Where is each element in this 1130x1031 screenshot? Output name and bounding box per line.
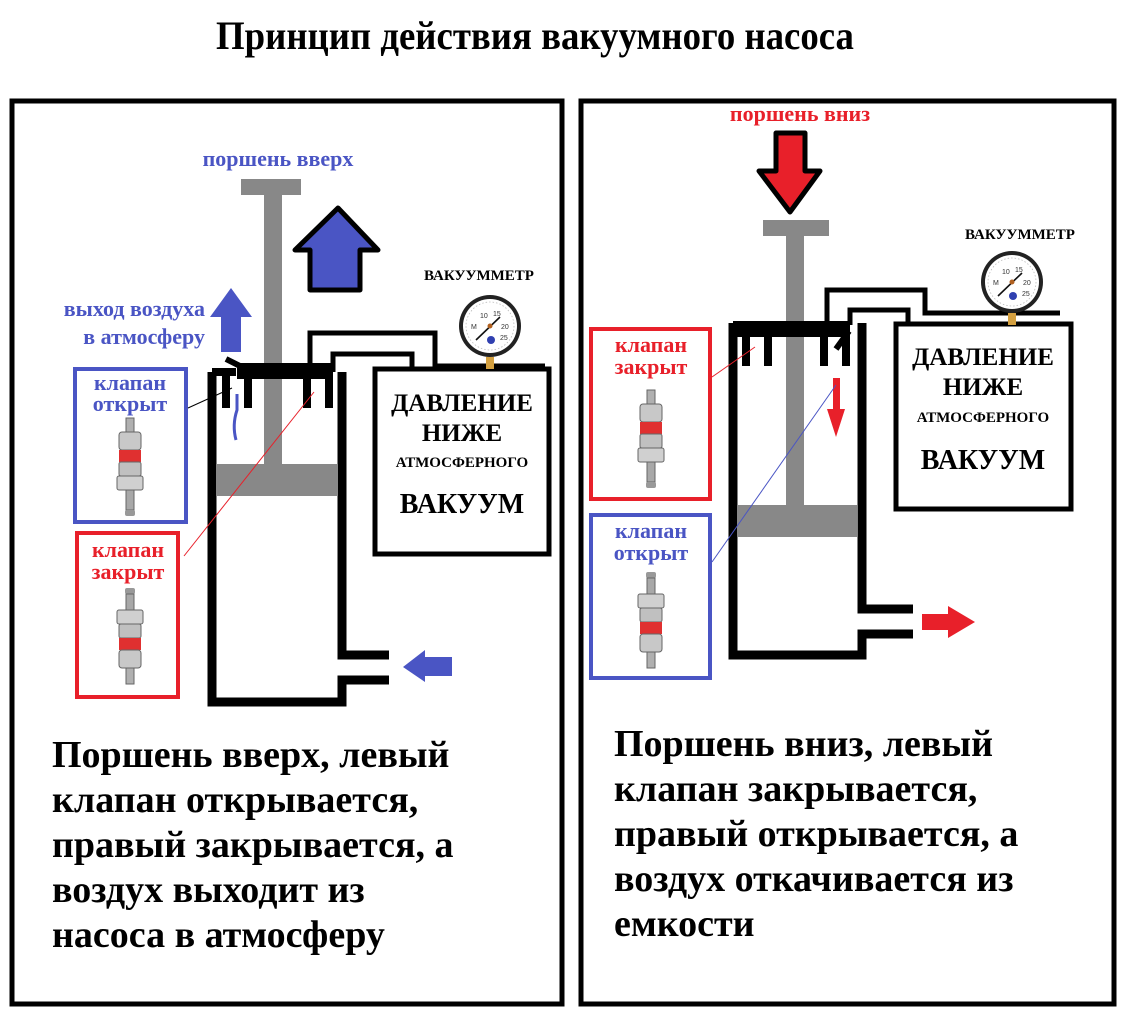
gauge-label: ВАКУУММЕТР [965, 227, 1075, 243]
valve-box-closed-line1: клапан [92, 537, 164, 562]
piston-handle [241, 179, 301, 195]
pipe-inner [330, 351, 415, 372]
air-exit-label-line2: в атмосферу [83, 324, 205, 349]
pipe-outer [307, 330, 545, 369]
piston-head [737, 505, 857, 537]
valve-pointer-line-closed [183, 391, 315, 557]
vacuum-gauge-icon [458, 294, 522, 370]
valve-pointer-line-closed [711, 346, 756, 378]
panel-left-frame [9, 98, 565, 1007]
description-left: Поршень вверх, левый клапан открывается,… [52, 734, 454, 956]
valve-box-closed-line2: закрыт [92, 559, 165, 584]
tank-label-vacuum: ВАКУУМ [400, 489, 524, 520]
pump-cylinder [207, 372, 389, 707]
valve-box-open-line1: клапан [94, 370, 166, 395]
tank-label-pressure: ДАВЛЕНИЕ [391, 390, 533, 417]
tank-label-below: НИЖЕ [943, 374, 1023, 401]
gauge-label: ВАКУУММЕТР [424, 268, 534, 284]
cylinder-top-plate [733, 321, 843, 337]
panel-right: поршень вниз ДАВЛЕНИЕ НИЖЕ АТМОСФЕРНОГО … [578, 98, 1117, 1007]
left-valve-flap-open [224, 356, 248, 372]
valve-box-closed-line2: закрыт [615, 354, 688, 379]
tank-label-atmospheric: АТМОСФЕРНОГО [396, 455, 528, 471]
valve-pointer-line-open [187, 387, 233, 409]
piston-down-arrow-icon [756, 130, 823, 215]
valve-pointer-line-open [711, 384, 837, 563]
tank-label-pressure: ДАВЛЕНИЕ [912, 344, 1054, 371]
air-stream [232, 394, 239, 441]
air-flow-down-arrow-icon [827, 378, 845, 437]
tank-label-below: НИЖЕ [422, 420, 502, 447]
piston-head [216, 464, 338, 496]
stroke-label-up: поршень вверх [203, 146, 354, 171]
right-valve-flap-open [833, 329, 852, 351]
description-right: Поршень вниз, левый клапан закрывается, … [614, 723, 1019, 945]
diagram-title: Принцип действия вакуумного насоса [216, 13, 854, 58]
stroke-label-down: поршень вниз [730, 101, 870, 126]
outlet-right-arrow-icon [922, 606, 975, 638]
air-exit-up-arrow-icon [210, 288, 252, 352]
panel-right-frame [578, 98, 1117, 1007]
piston-handle [763, 220, 829, 236]
tank-label-vacuum: ВАКУУМ [921, 445, 1045, 476]
piston-up-arrow-icon [292, 205, 381, 293]
valve-box-open-line2: открыт [614, 540, 689, 565]
piston-rod [786, 236, 804, 508]
valve-box-closed-line1: клапан [615, 332, 687, 357]
air-exit-label-line1: выход воздуха [64, 296, 205, 321]
valve-box-open-line1: клапан [615, 518, 687, 543]
vacuum-tank [372, 366, 552, 557]
valve-box-open-line2: открыт [93, 391, 168, 416]
panel-left: поршень вверх выход воздуха в атмосферу … [9, 98, 565, 1007]
piston-rod [264, 195, 282, 470]
inlet-left-arrow-icon [403, 650, 452, 682]
pipe-outer [824, 287, 1060, 321]
vacuum-tank [893, 321, 1074, 512]
tank-label-atmospheric: АТМОСФЕРНОГО [917, 410, 1049, 426]
pump-cylinder [728, 323, 913, 660]
pipe-inner [847, 307, 911, 325]
